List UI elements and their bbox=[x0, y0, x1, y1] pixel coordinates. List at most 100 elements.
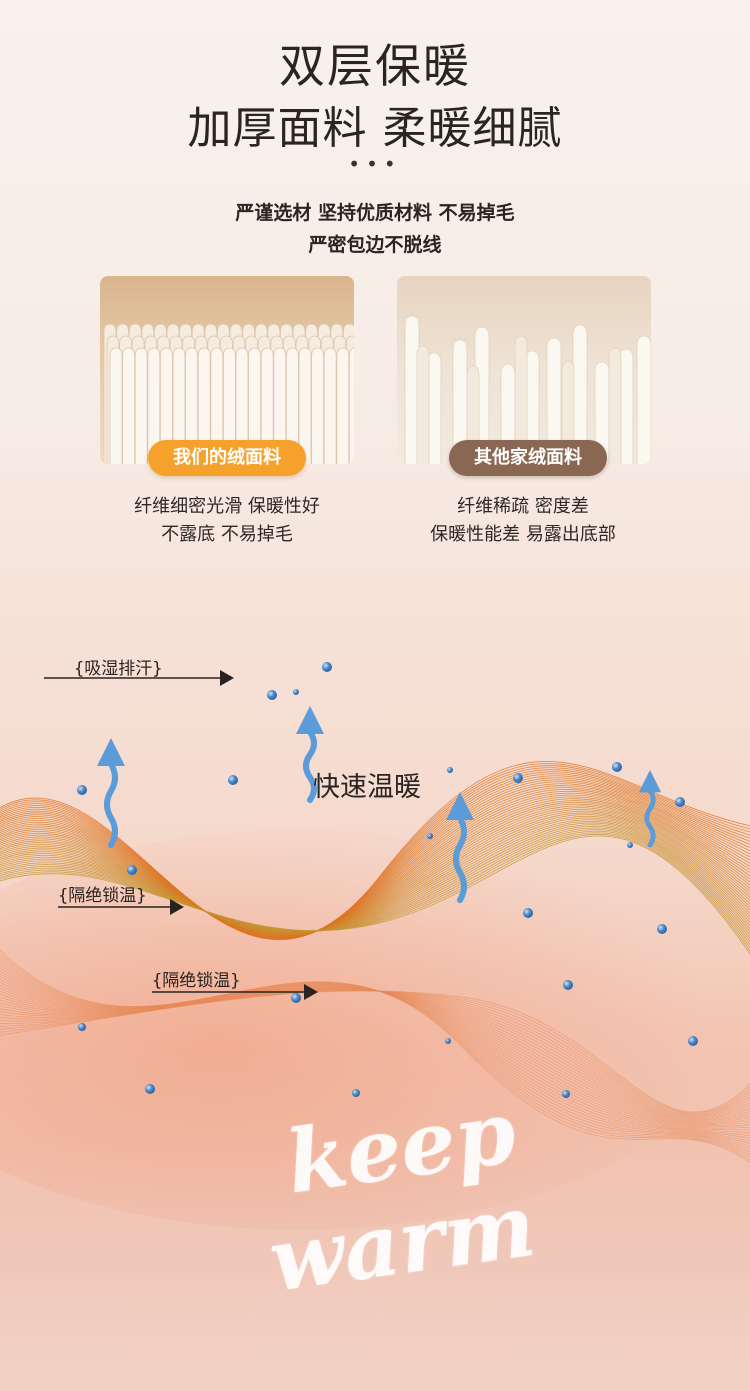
fast-warm-label: 快速温暖 bbox=[313, 772, 421, 803]
dense-fiber bbox=[286, 347, 299, 464]
sparse-fiber bbox=[561, 360, 575, 464]
right-arrow-icon bbox=[58, 899, 184, 915]
water-drop-icon bbox=[513, 773, 523, 783]
wave-line bbox=[0, 783, 750, 938]
wave-line bbox=[0, 829, 750, 943]
wavy-up-arrow-head bbox=[446, 792, 474, 820]
dense-fiber bbox=[147, 347, 161, 464]
wavy-up-arrow-head bbox=[296, 706, 324, 734]
sparse-fiber bbox=[546, 337, 562, 464]
dense-fiber bbox=[311, 347, 324, 464]
dense-fiber bbox=[323, 347, 337, 464]
dense-fiber-illustration bbox=[103, 323, 354, 464]
wave-line bbox=[0, 821, 750, 933]
wavy-up-arrow-head bbox=[638, 770, 662, 793]
wave-line bbox=[0, 810, 750, 934]
our-fabric-desc-line1: 纤维细密光滑 保暖性好 bbox=[134, 496, 320, 517]
sparse-fiber bbox=[608, 347, 622, 464]
wave-line bbox=[0, 773, 750, 939]
wavy-up-arrow-icon bbox=[453, 815, 467, 903]
other-fabric-badge: 其他家绒面料 bbox=[449, 440, 607, 476]
water-drop-icon bbox=[291, 993, 301, 1003]
wave-line bbox=[0, 779, 750, 938]
wavy-up-arrow-icon bbox=[104, 761, 118, 848]
wavy-up-arrow-icon bbox=[303, 729, 317, 803]
dense-fiber bbox=[223, 347, 236, 464]
wave-line bbox=[0, 769, 750, 939]
dense-fiber bbox=[122, 347, 135, 464]
wave-line bbox=[0, 990, 750, 1113]
other-fabric-desc-line2: 保暖性能差 易露出底部 bbox=[430, 524, 616, 545]
right-arrow-icon bbox=[152, 984, 318, 1000]
water-drop-icon bbox=[563, 980, 573, 990]
wave-line bbox=[0, 961, 750, 1153]
water-droplets bbox=[77, 662, 698, 1098]
wave-line bbox=[0, 789, 750, 937]
wave-line bbox=[0, 775, 750, 939]
sparse-fiber-illustration bbox=[404, 315, 651, 464]
wave-line bbox=[0, 824, 750, 933]
wavy-up-arrow-head bbox=[97, 738, 125, 766]
water-drop-icon bbox=[627, 842, 633, 848]
wave-line bbox=[0, 835, 750, 955]
water-drop-icon bbox=[293, 689, 299, 695]
wave-line bbox=[0, 963, 750, 1150]
water-drop-icon bbox=[322, 662, 332, 672]
wave-line bbox=[0, 787, 750, 937]
dense-fiber bbox=[109, 347, 123, 464]
wave-line bbox=[0, 794, 750, 936]
wave-line bbox=[0, 802, 750, 935]
water-drop-icon bbox=[267, 690, 277, 700]
wave-line bbox=[0, 777, 750, 938]
other-fabric-image bbox=[397, 276, 651, 464]
wave-line bbox=[0, 966, 750, 1147]
water-drop-icon bbox=[523, 908, 533, 918]
wave-line bbox=[0, 781, 750, 938]
dots-divider: ••• bbox=[348, 152, 402, 176]
wave-line bbox=[0, 798, 750, 936]
fiber-wave-lines bbox=[0, 761, 750, 1164]
sparse-fiber bbox=[636, 335, 651, 464]
our-fabric-image bbox=[100, 276, 354, 464]
our-fabric-badge: 我们的绒面料 bbox=[148, 440, 306, 476]
water-drop-icon bbox=[78, 1023, 86, 1031]
thermal-wave-illustration: keep warm bbox=[0, 662, 750, 1312]
dense-fiber bbox=[260, 347, 274, 464]
water-drop-icon bbox=[447, 767, 453, 773]
wave-line bbox=[0, 809, 750, 934]
wave-line bbox=[0, 800, 750, 935]
wavy-up-arrow-icon bbox=[644, 788, 656, 848]
wave-line bbox=[0, 796, 750, 936]
water-drop-icon bbox=[145, 1084, 155, 1094]
dense-fiber bbox=[349, 347, 354, 464]
water-drop-icon bbox=[228, 775, 238, 785]
water-drop-icon bbox=[427, 833, 433, 839]
dense-fiber bbox=[235, 347, 249, 464]
sparse-fiber bbox=[572, 324, 588, 464]
wave-line bbox=[0, 792, 750, 936]
water-drop-icon bbox=[675, 797, 685, 807]
sparse-fiber bbox=[416, 345, 430, 464]
dense-fiber bbox=[273, 347, 287, 464]
page-title: 双层保暖 bbox=[279, 39, 471, 93]
water-drop-icon bbox=[612, 762, 622, 772]
feature-text-line1: 严谨选材 坚持优质材料 不易掉毛 bbox=[235, 202, 515, 224]
dense-fiber bbox=[160, 347, 173, 464]
wave-line bbox=[0, 969, 750, 1145]
sparse-fiber bbox=[404, 315, 420, 464]
dense-fiber bbox=[185, 347, 198, 464]
water-drop-icon bbox=[77, 785, 87, 795]
wave-line bbox=[0, 817, 750, 933]
sparse-fiber bbox=[452, 339, 468, 464]
wave-line bbox=[0, 803, 750, 935]
wave-line bbox=[0, 825, 750, 936]
wave-line bbox=[0, 807, 750, 934]
wave-line bbox=[0, 972, 750, 1142]
wave-line bbox=[0, 832, 750, 949]
other-fabric-desc-line1: 纤维稀疏 密度差 bbox=[457, 496, 589, 517]
water-drop-icon bbox=[562, 1090, 570, 1098]
water-drop-icon bbox=[445, 1038, 451, 1044]
wave-line bbox=[0, 819, 750, 933]
wave-line bbox=[0, 815, 750, 933]
water-drop-icon bbox=[352, 1089, 360, 1097]
